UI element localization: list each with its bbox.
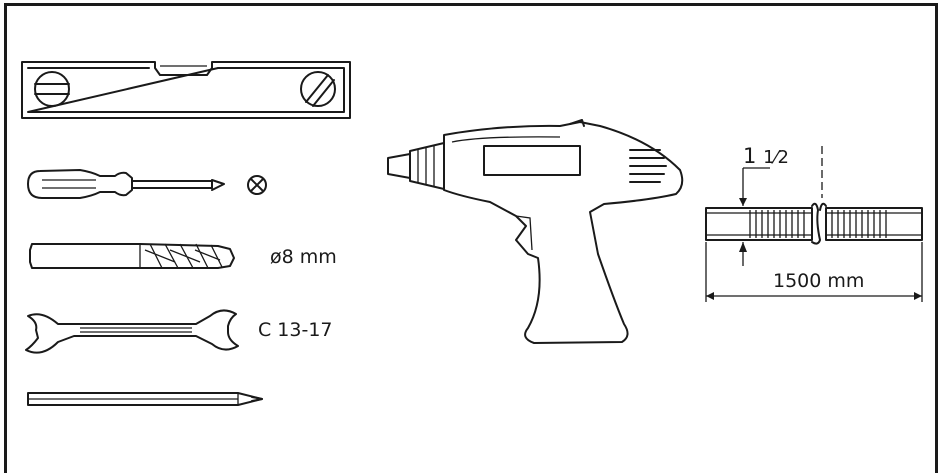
spirit-level-icon (21, 61, 351, 119)
pencil-icon (27, 392, 263, 406)
screwdriver-icon (27, 169, 267, 199)
diagram-frame (4, 3, 938, 473)
pipe-diameter-label: 1 1⁄2 (743, 146, 789, 167)
pipe-diameter-fraction: 1⁄2 (763, 147, 789, 168)
power-drill-icon (387, 119, 684, 344)
tools-illustration (21, 61, 923, 406)
pipe-diameter-whole: 1 (743, 144, 757, 168)
drill-bit-icon (29, 243, 235, 269)
drill-bit-size-label: ø8 mm (270, 246, 337, 268)
hose-length-label: 1500 mm (773, 270, 865, 292)
wrench-icon (25, 309, 239, 354)
wrench-size-label: C 13-17 (258, 319, 333, 341)
flexible-hose-icon (705, 146, 923, 302)
